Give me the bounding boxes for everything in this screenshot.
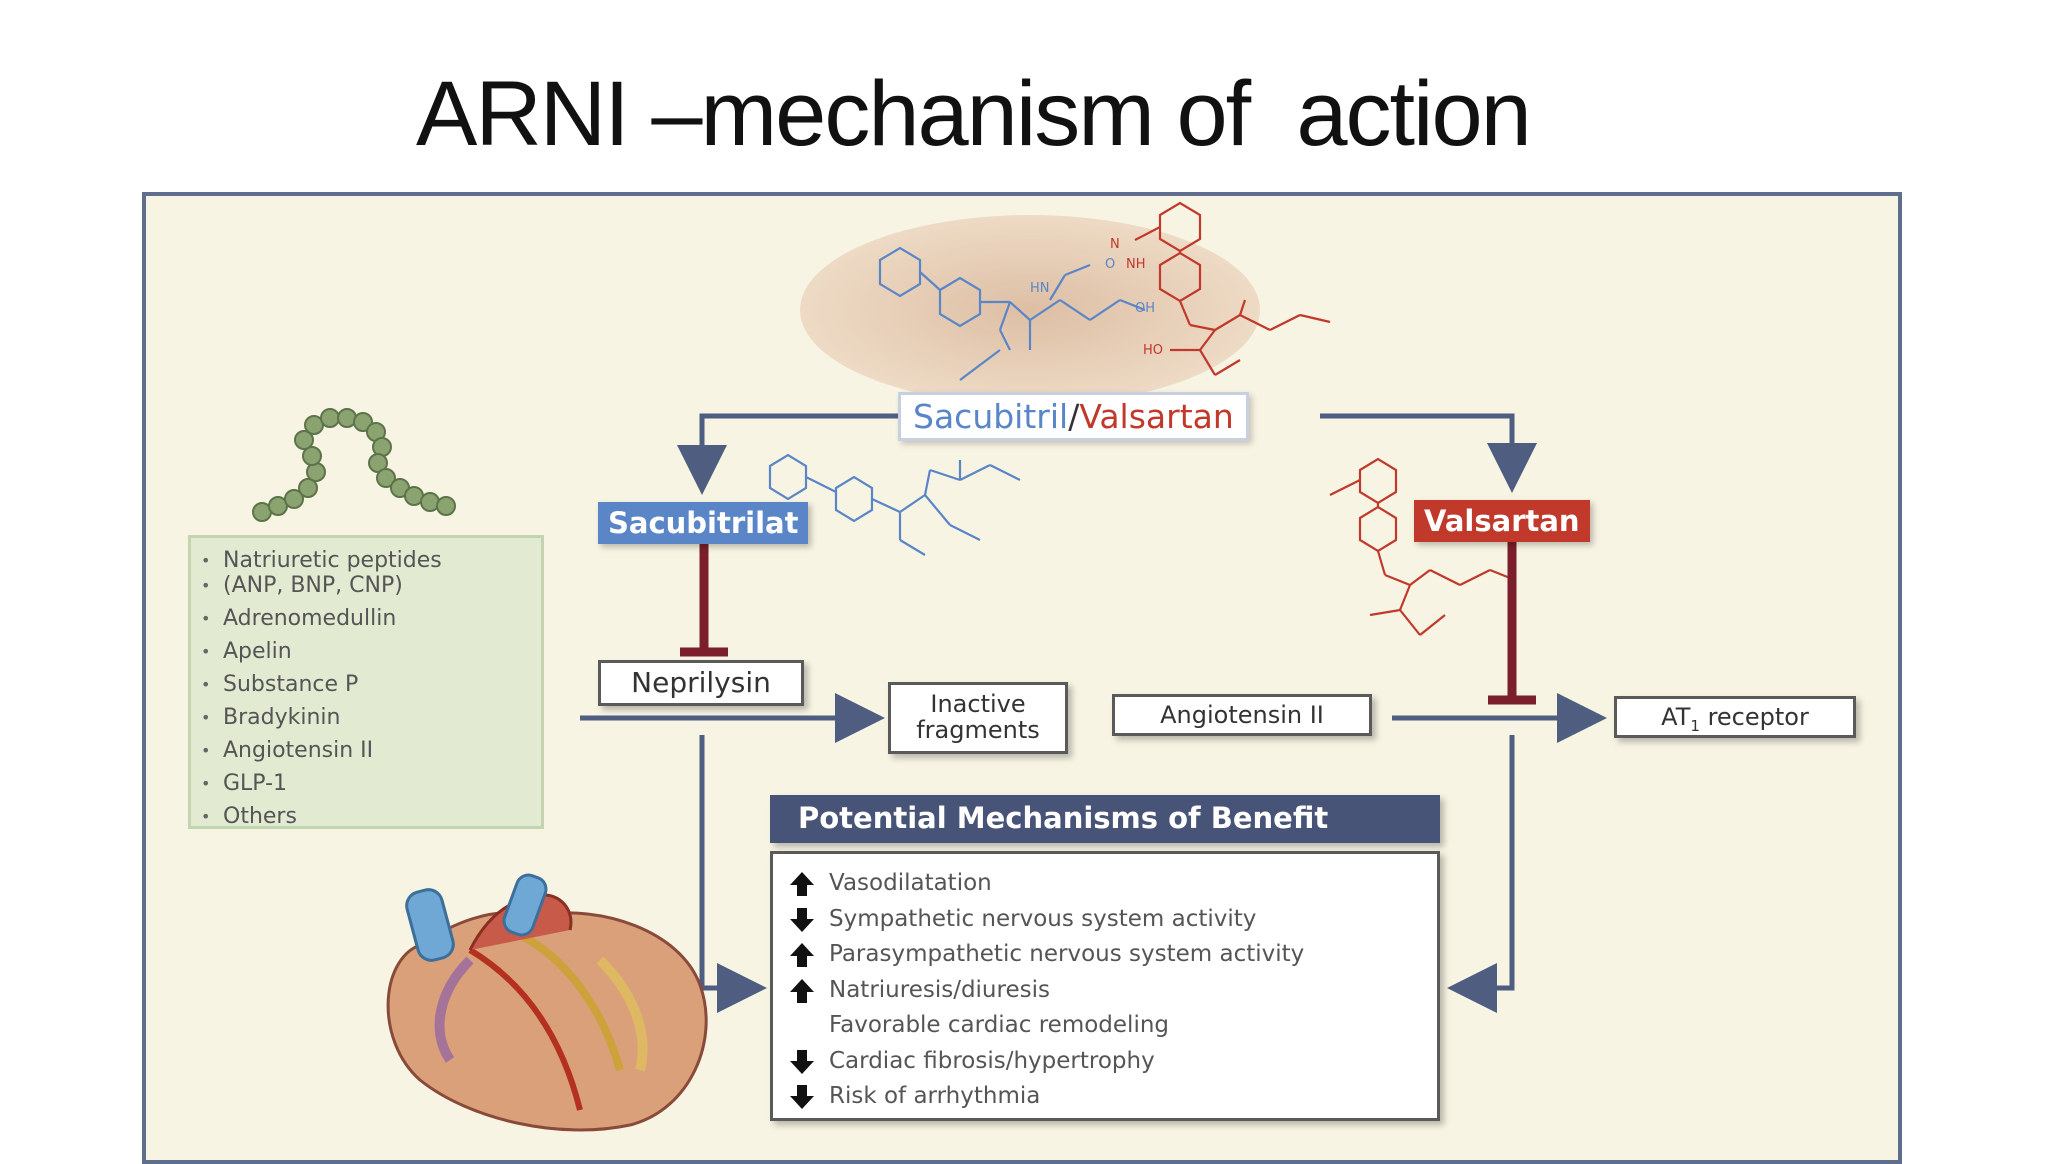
- at1-subscript: 1: [1690, 716, 1700, 735]
- valsartan-molecule-right-icon: [1329, 457, 1516, 636]
- peptide-item: Others: [201, 800, 531, 833]
- down-arrow-icon: [790, 907, 814, 932]
- molecule-label-nh: NH: [1126, 257, 1146, 272]
- heart-icon: [386, 873, 708, 1132]
- benefits-title: Potential Mechanisms of Benefit: [770, 795, 1440, 843]
- peptide-item: Bradykinin: [201, 701, 531, 734]
- peptide-list: Natriuretic peptides (ANP, BNP, CNP) Adr…: [188, 535, 544, 833]
- benefit-item: Sympathetic nervous system activity: [790, 902, 1437, 938]
- angiotensin-ii-box: Angiotensin II: [1112, 694, 1372, 736]
- at1-prefix: AT: [1661, 703, 1691, 731]
- sacubitrilat-molecule-icon: [768, 453, 1021, 556]
- sacubitril-molecule-icon: [878, 246, 1146, 381]
- benefit-item: Parasympathetic nervous system activity: [790, 937, 1437, 973]
- molecule-backdrop: [800, 215, 1260, 405]
- sacubitril-label: Sacubitril: [913, 397, 1069, 436]
- molecule-label-n: N: [1110, 237, 1120, 252]
- benefit-text: Natriuresis/diuresis: [829, 976, 1050, 1003]
- benefit-item: Cardiac fibrosis/hypertrophy: [790, 1044, 1437, 1080]
- benefit-text: Risk of arrhythmia: [829, 1083, 1041, 1109]
- peptide-item: Angiotensin II: [201, 734, 531, 767]
- benefit-item: Favorable cardiac remodeling: [829, 1008, 1437, 1044]
- up-arrow-icon: [790, 872, 814, 896]
- benefit-text: Sympathetic nervous system activity: [829, 905, 1257, 932]
- inactive-fragments-line1: Inactive: [930, 690, 1026, 718]
- valsartan-combo-label: Valsartan: [1079, 397, 1234, 436]
- peptide-item: Adrenomedullin: [201, 602, 531, 635]
- molecule-label-ho: HO: [1143, 343, 1163, 358]
- molecule-label-hn: HN: [1030, 281, 1050, 296]
- molecule-label-oh: OH: [1135, 301, 1155, 316]
- inactive-fragments-line2: fragments: [916, 716, 1040, 744]
- peptide-item: GLP-1: [201, 767, 531, 800]
- benefits-list: Vasodilatation Sympathetic nervous syste…: [770, 851, 1440, 1121]
- down-arrow-icon: [790, 1049, 814, 1074]
- top-molecule-labels: HN OH O N NH HO: [1030, 237, 1163, 358]
- combo-separator: /: [1068, 397, 1080, 436]
- up-arrow-icon: [790, 978, 814, 1003]
- peptide-chain-icon: [252, 408, 456, 522]
- benefit-text: Favorable cardiac remodeling: [829, 1012, 1170, 1038]
- peptide-item: Substance P: [201, 668, 531, 701]
- split-arrows: [677, 413, 1537, 495]
- benefit-item: Natriuresis/diuresis: [790, 973, 1437, 1009]
- benefit-text: Cardiac fibrosis/hypertrophy: [829, 1047, 1155, 1074]
- at1-receptor-box: AT1 receptor: [1614, 696, 1856, 738]
- slide-title: ARNI –mechanism of action: [416, 63, 1532, 165]
- benefit-text: Vasodilatation: [829, 870, 992, 896]
- up-arrow-icon: [790, 943, 814, 967]
- sacubitrilat-tag: Sacubitrilat: [598, 502, 809, 544]
- at1-suffix: receptor: [1699, 703, 1809, 731]
- benefit-item: Risk of arrhythmia: [790, 1079, 1437, 1115]
- inhibition-bars: [680, 540, 1536, 705]
- peptide-item-continuation: (ANP, BNP, CNP): [201, 569, 531, 602]
- peptide-item: Apelin: [201, 635, 531, 668]
- molecule-label-o: O: [1105, 257, 1115, 272]
- inactive-fragments-box: Inactive fragments: [888, 682, 1068, 754]
- benefit-text: Parasympathetic nervous system activity: [829, 941, 1305, 967]
- neprilysin-box: Neprilysin: [598, 660, 804, 706]
- benefit-item: Vasodilatation: [790, 866, 1437, 902]
- valsartan-tag: Valsartan: [1414, 500, 1590, 542]
- valsartan-molecule-icon: [1134, 201, 1331, 376]
- drug-combo-label: Sacubitril/Valsartan: [898, 392, 1249, 441]
- down-arrow-icon: [790, 1085, 814, 1109]
